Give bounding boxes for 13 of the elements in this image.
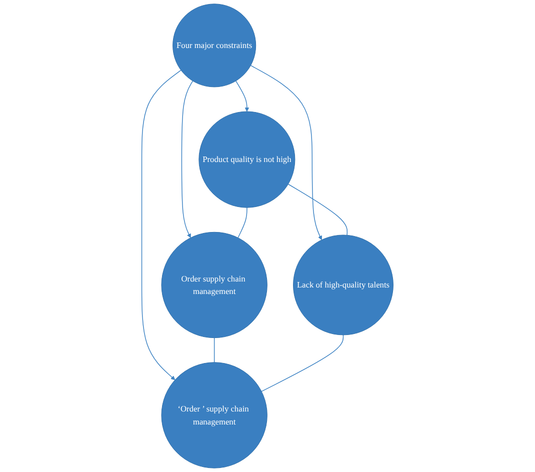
arrow [181, 80, 194, 238]
arrow [235, 80, 250, 112]
connector [261, 334, 344, 392]
node-circle: Lack of high-quality talents [293, 234, 394, 336]
arrow [141, 70, 182, 380]
connector [288, 184, 348, 236]
node-circle: ‘Order ’ supply chain management [161, 362, 268, 468]
node-circle: Product quality is not high [198, 111, 296, 208]
connector [238, 207, 248, 238]
node-circle: Four major constraints [172, 4, 256, 88]
node-circle: Order supply chain management [161, 232, 268, 338]
connector [214, 337, 215, 363]
arrow [250, 65, 322, 240]
